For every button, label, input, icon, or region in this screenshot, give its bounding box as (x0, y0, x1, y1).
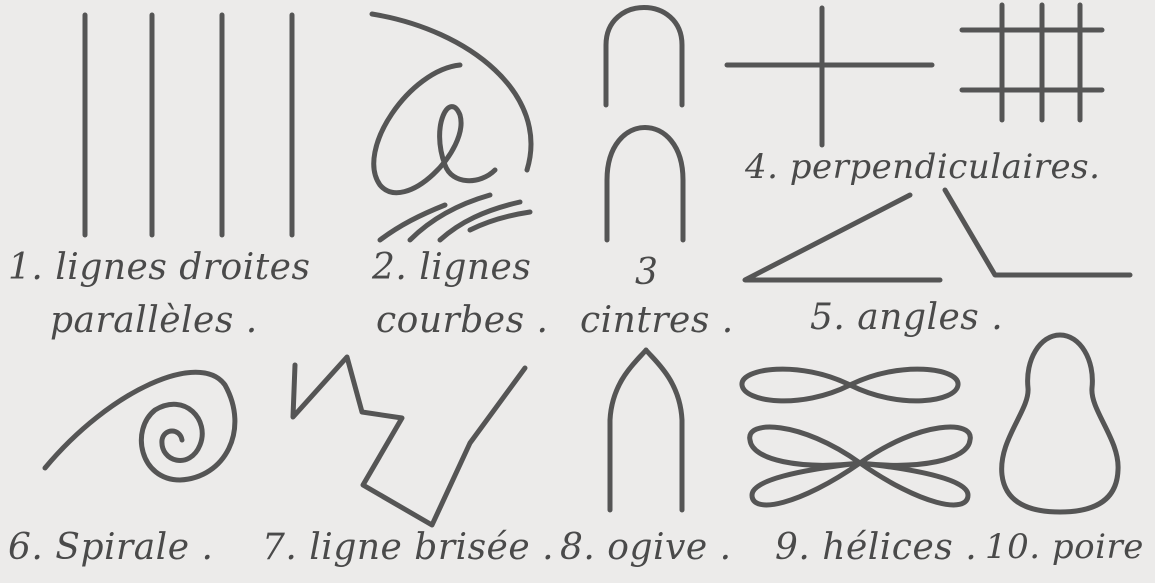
pear-figure (1002, 335, 1118, 512)
label-2-line-2: courbes . (376, 303, 548, 339)
label-1-line-2: parallèles . (50, 303, 258, 339)
label-5: 5. angles . (810, 300, 1003, 336)
broken-line-figure (293, 357, 525, 525)
curved-lines-figure (372, 14, 531, 240)
label-9: 9. hélices . (775, 530, 977, 566)
spiral-figure (45, 372, 235, 480)
label-4: 4. perpendiculaires. (745, 150, 1100, 184)
label-8: 8. ogive . (560, 530, 732, 566)
label-2-line-1: 2. lignes (372, 250, 531, 286)
label-7: 7. ligne brisée . (262, 530, 554, 566)
label-3-line-1: 3 (635, 255, 658, 291)
arches-figure (606, 8, 683, 241)
label-3-line-2: cintres . (580, 303, 734, 339)
ogive-figure (610, 350, 682, 510)
parallel-lines-figure (85, 15, 292, 235)
label-1-line-1: 1. lignes droites (8, 250, 310, 286)
perpendiculars-figure (727, 5, 1102, 145)
helices-figure (742, 369, 970, 505)
angles-figure (745, 190, 1130, 280)
label-6: 6. Spirale . (8, 530, 213, 566)
label-10: 10. poire . (985, 530, 1155, 564)
